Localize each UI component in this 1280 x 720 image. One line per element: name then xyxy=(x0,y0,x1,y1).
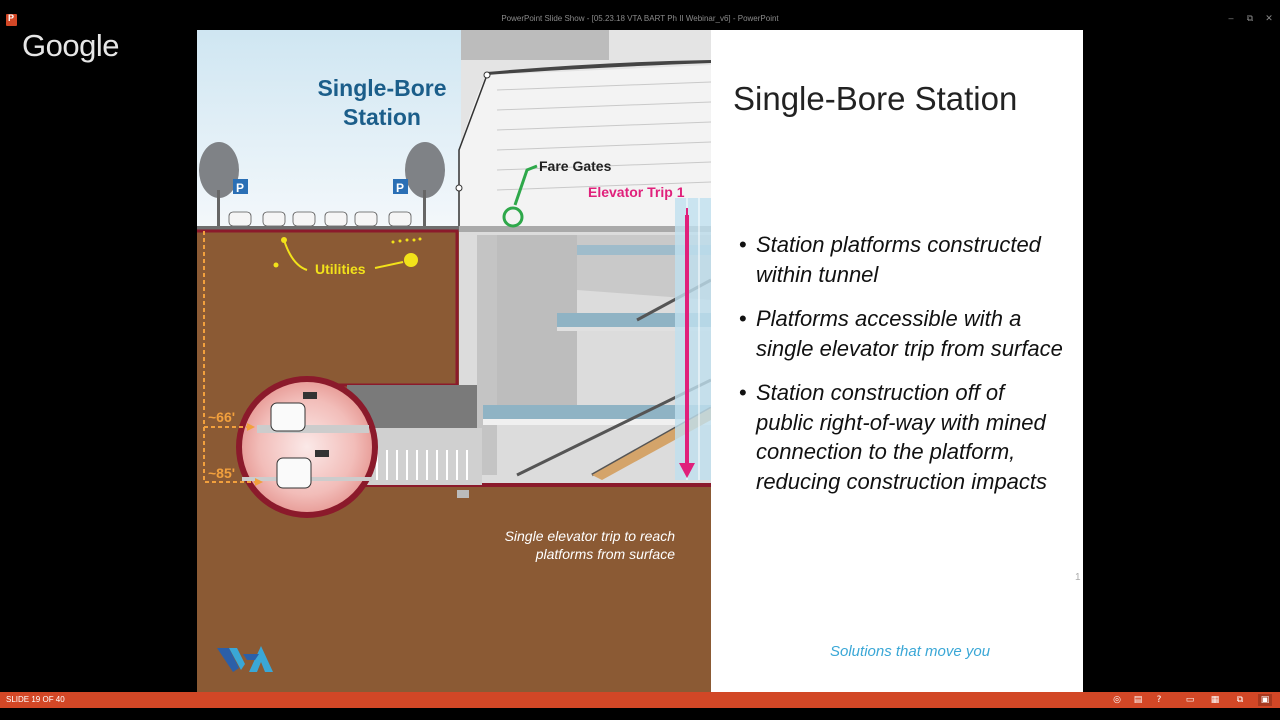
illustration-caption: Single elevator trip to reach platforms … xyxy=(504,528,675,562)
illustration-title-line2: Station xyxy=(343,104,421,130)
trains xyxy=(270,402,312,489)
slide: P P xyxy=(197,30,1083,693)
close-icon[interactable]: ✕ xyxy=(1265,13,1273,23)
fare-gates-label: Fare Gates xyxy=(539,158,612,174)
slideshow-icon[interactable]: ▣ xyxy=(1258,694,1272,706)
minimize-icon[interactable]: – xyxy=(1228,13,1234,23)
slideshow-status-bar: SLIDE 19 OF 40 ◎ ▤ ? ▭ ▦ ⧉ ▣ xyxy=(0,692,1280,708)
svg-text:P: P xyxy=(236,181,244,195)
illustration-title: Single-Bore Station xyxy=(297,74,467,132)
parking-signs: P P xyxy=(233,179,408,195)
bullet-item: • Platforms accessible with a single elev… xyxy=(737,304,1067,363)
elevator-trip-label: Elevator Trip 1 xyxy=(588,184,685,200)
bullet-marker: • xyxy=(739,306,747,331)
elevator-shaft xyxy=(675,198,711,480)
tunnel-bore xyxy=(236,376,378,518)
bullet-marker: • xyxy=(739,232,747,257)
illustration-title-line1: Single-Bore xyxy=(317,75,447,101)
slide-counter[interactable]: SLIDE 19 OF 40 xyxy=(6,695,65,704)
window-title: PowerPoint Slide Show - [05.23.18 VTA BA… xyxy=(501,14,779,23)
depth-85-label: ~85' xyxy=(208,465,236,481)
sky xyxy=(197,30,461,230)
help-icon[interactable]: ? xyxy=(1156,695,1162,705)
powerpoint-icon xyxy=(6,13,17,26)
restore-icon[interactable]: ⧉ xyxy=(1246,13,1254,23)
trees xyxy=(199,142,445,226)
fare-gates-marker xyxy=(502,206,524,228)
depth-markers xyxy=(203,231,255,483)
vta-logo xyxy=(215,644,277,674)
utilities-label: Utilities xyxy=(315,261,366,277)
bullet-item: • Station construction off of public righ… xyxy=(737,378,1067,496)
bullet-list: • Station platforms constructed within tu… xyxy=(737,230,1067,511)
utilities-markers xyxy=(273,237,422,268)
svg-text:P: P xyxy=(396,181,404,195)
tagline: Solutions that move you xyxy=(830,643,991,660)
bullet-marker: • xyxy=(739,380,747,405)
normal-view-icon[interactable]: ▭ xyxy=(1185,695,1195,705)
notes-icon[interactable]: ▤ xyxy=(1133,695,1143,705)
slide-title: Single-Bore Station xyxy=(733,80,1018,117)
reading-view-icon[interactable]: ⧉ xyxy=(1236,695,1244,705)
station-cutaway-drawing: P P xyxy=(197,30,711,693)
station-illustration: P P xyxy=(197,30,711,693)
slide-sorter-icon[interactable]: ▦ xyxy=(1210,695,1220,705)
window-title-bar: PowerPoint Slide Show - [05.23.18 VTA BA… xyxy=(0,10,1280,30)
bullet-text: Station construction off of public right… xyxy=(756,380,1048,494)
bullet-text: Station platforms constructed within tun… xyxy=(756,232,1041,287)
bullet-item: • Station platforms constructed within tu… xyxy=(737,230,1067,289)
depth-66-label: ~66' xyxy=(208,409,236,425)
pointer-options-icon[interactable]: ◎ xyxy=(1113,695,1121,705)
glass-canopy xyxy=(459,65,711,230)
slide-page-number: 1 xyxy=(1075,572,1081,583)
google-watermark: Google xyxy=(22,28,119,63)
bullet-text: Platforms accessible with a single eleva… xyxy=(756,306,1063,361)
